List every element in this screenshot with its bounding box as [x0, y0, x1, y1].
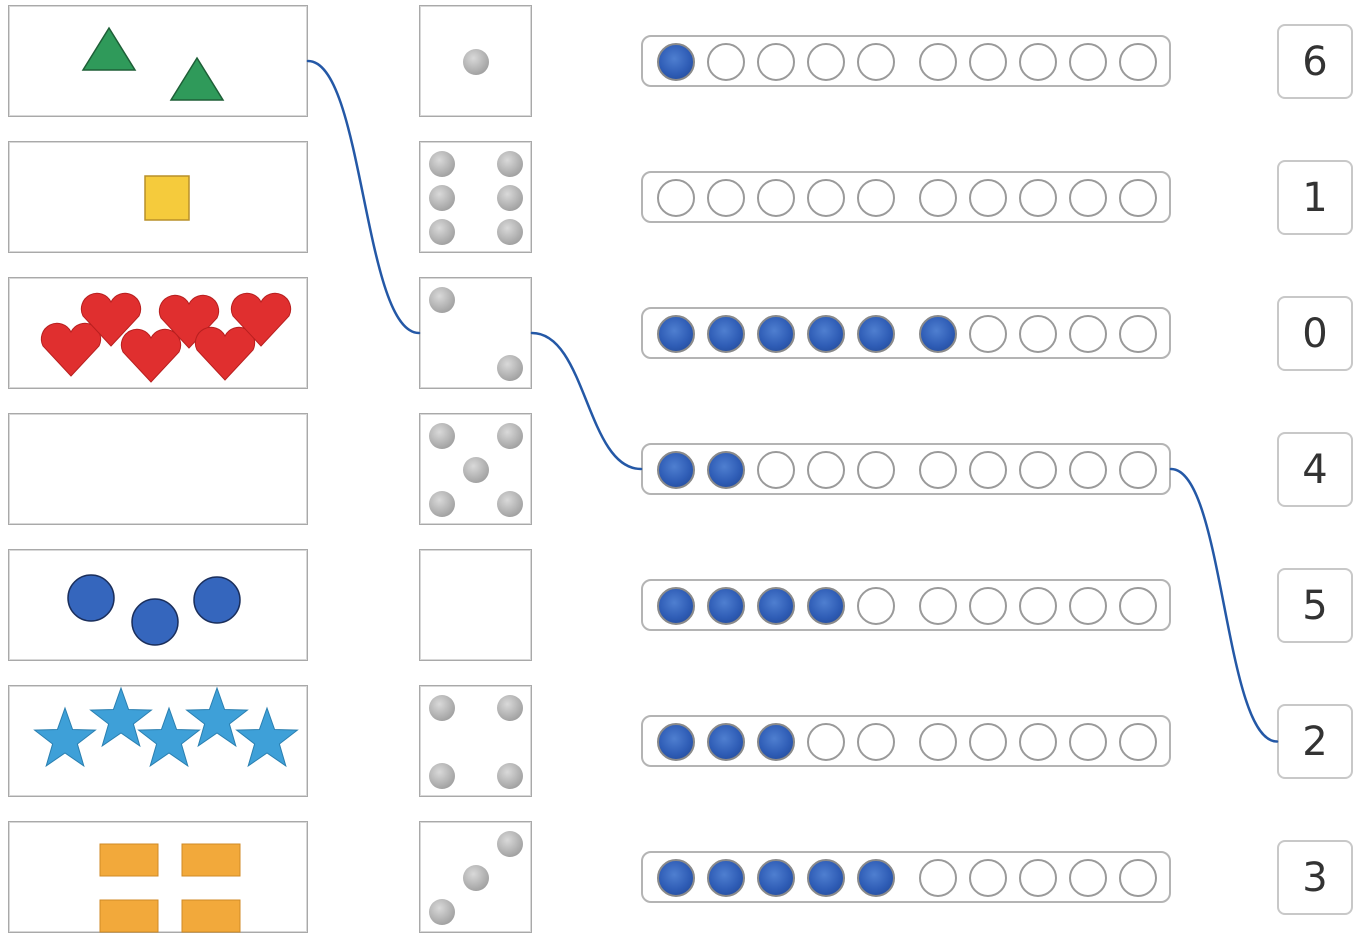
connection-line	[1171, 469, 1277, 742]
connection-line	[532, 333, 641, 469]
connection-line	[308, 61, 419, 333]
